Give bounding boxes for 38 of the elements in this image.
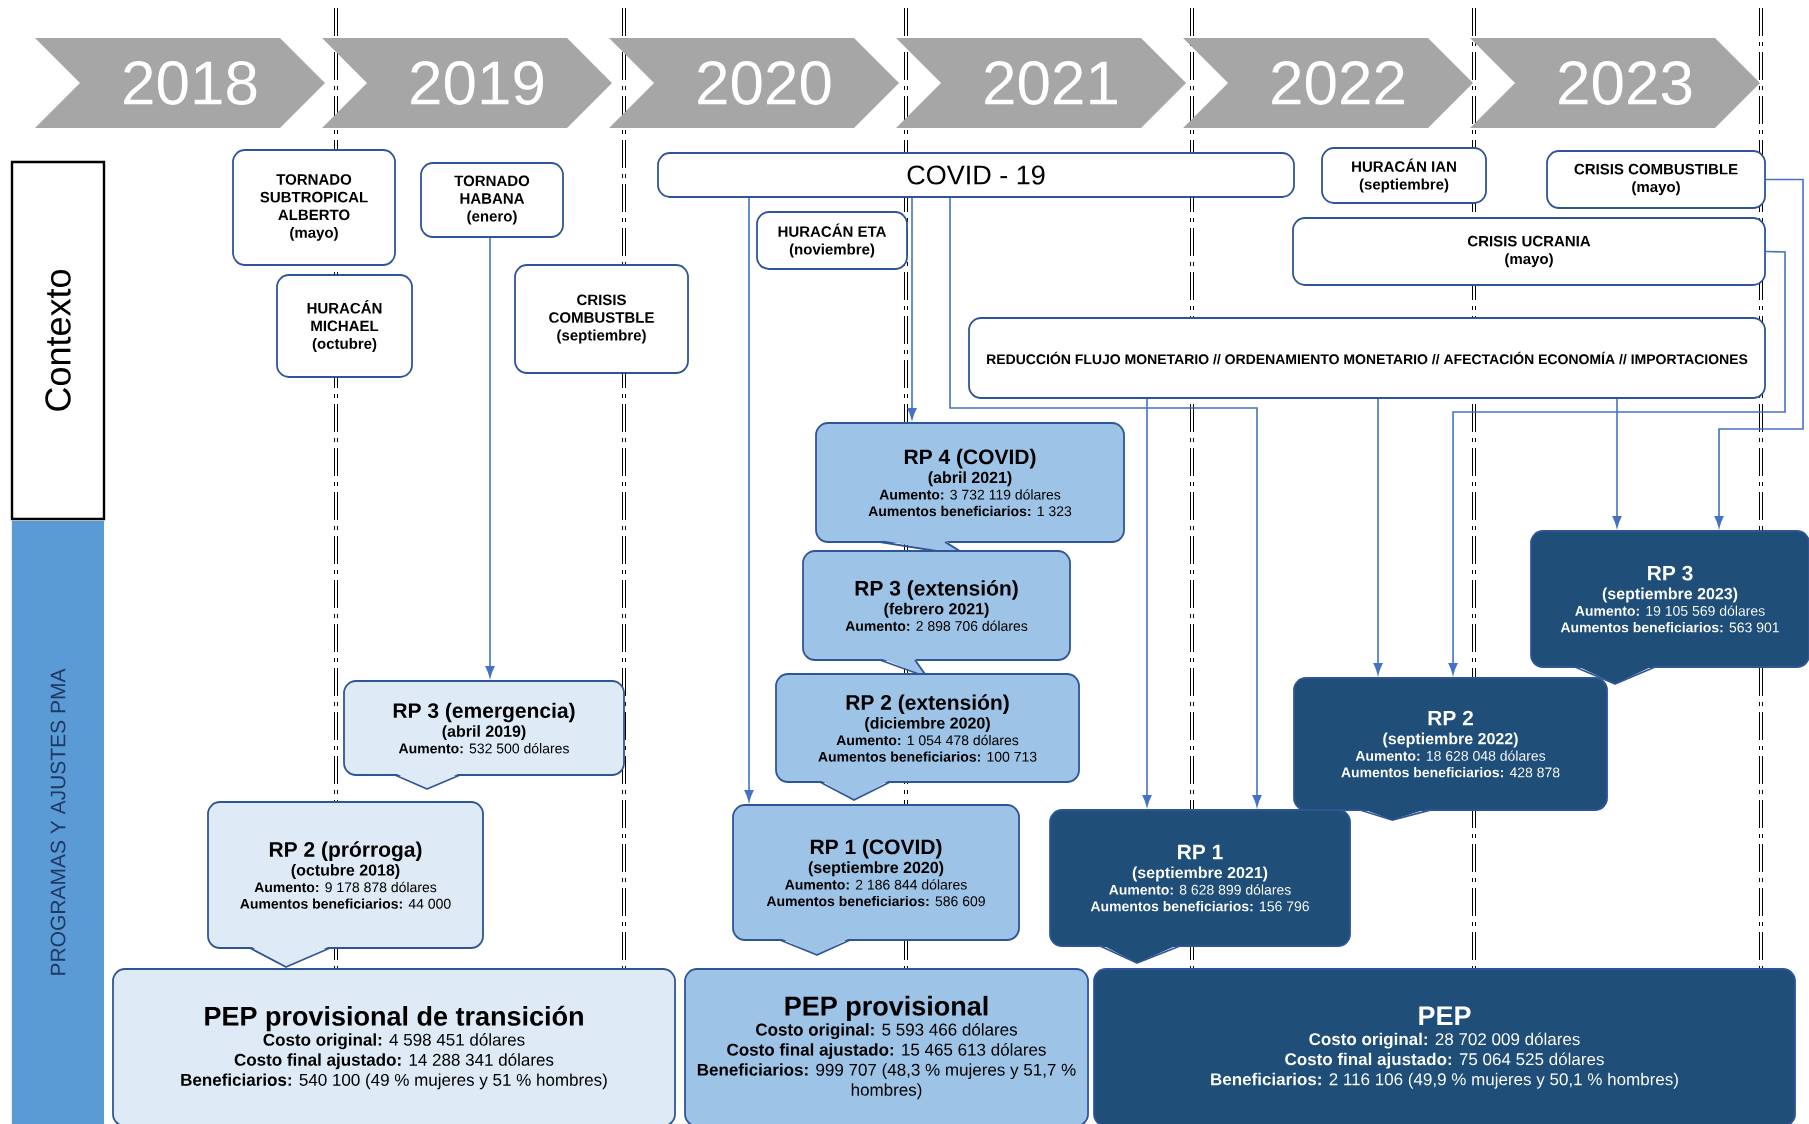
- event-box: CRISIS COMBUSTIBLE (mayo): [1546, 150, 1766, 209]
- callout-box: RP 2 (extensión) (diciembre 2020) Aumento: 1 054 478 dólares Aumentos beneficiarios: 100 713: [775, 673, 1080, 801]
- callout-box: RP 1 (septiembre 2021) Aumento: 8 628 899 dólares Aumentos beneficiarios: 156 796: [1049, 809, 1351, 964]
- event-box: TORNADO HABANA (enero): [420, 162, 564, 238]
- arrow: [1612, 398, 1622, 528]
- callout-box: RP 3 (septiembre 2023) Aumento: 19 105 569 dólares Aumentos beneficiarios: 563 901: [1530, 530, 1809, 685]
- event-box: REDUCCIÓN FLUJO MONETARIO // ORDENAMIENTO MONETARIO // AFECTACIÓN ECONOMÍA // IMPORTACIONES: [968, 317, 1766, 399]
- callout-box: RP 1 (COVID) (septiembre 2020) Aumento: 2 186 844 dólares Aumentos beneficiarios: 586 609: [732, 804, 1020, 956]
- event-box: CRISIS UCRANIA (mayo): [1292, 217, 1766, 286]
- program-box: PEP provisional Costo original: 5 593 466 dólares Costo final ajustado: 15 465 613 dólares Beneficiarios: 999 707 (48,3 % mujeres y 51,7 % hombres): [684, 968, 1089, 1124]
- callout-box: RP 2 (prórroga) (octubre 2018) Aumento: 9 178 878 dólares Aumentos beneficiarios: 44 000: [207, 801, 484, 968]
- section-band: PROGRAMAS Y AJUSTES PMA: [11, 520, 105, 1124]
- event-box: HURACÁN IAN (septiembre): [1321, 147, 1487, 204]
- program-box: PEP Costo original: 28 702 009 dólares Costo final ajustado: 75 064 525 dólares Beneficiarios: 2 116 106 (49,9 % mujeres y 50,1 % hombres): [1093, 968, 1796, 1124]
- arrow: [485, 237, 495, 678]
- year-banner: 2021: [896, 38, 1186, 128]
- event-box: CRISIS COMBUSTBLE (septiembre): [514, 264, 689, 374]
- event-box: HURACÁN ETA (noviembre): [756, 211, 908, 270]
- callout-box: RP 3 (extensión) (febrero 2021) Aumento: 2 898 706 dólares: [802, 550, 1071, 678]
- arrow: [1373, 398, 1383, 675]
- year-banner: 2022: [1183, 38, 1473, 128]
- arrow: [907, 197, 917, 420]
- arrow: [949, 197, 1262, 807]
- year-banner: 2023: [1470, 38, 1760, 128]
- arrow: [1142, 398, 1152, 807]
- arrow: [1448, 250, 1786, 675]
- year-banner: 2018: [35, 38, 325, 128]
- event-box: TORNADO SUBTROPICAL ALBERTO (mayo): [232, 149, 396, 266]
- callout-box: RP 3 (emergencia) (abril 2019) Aumento: 532 500 dólares: [343, 680, 625, 790]
- callout-box: RP 4 (COVID) (abril 2021) Aumento: 3 732 119 dólares Aumentos beneficiarios: 1 323: [815, 422, 1125, 557]
- event-box: COVID - 19: [657, 152, 1295, 198]
- section-label-box: Contexto: [10, 160, 106, 521]
- callout-box: RP 2 (septiembre 2022) Aumento: 18 628 048 dólares Aumentos beneficiarios: 428 878: [1293, 677, 1608, 821]
- arrow: [1714, 178, 1804, 528]
- event-box: HURACÁN MICHAEL (octubre): [276, 274, 413, 378]
- arrow: [744, 197, 754, 802]
- year-banner: 2020: [609, 38, 899, 128]
- year-banner: 2019: [322, 38, 612, 128]
